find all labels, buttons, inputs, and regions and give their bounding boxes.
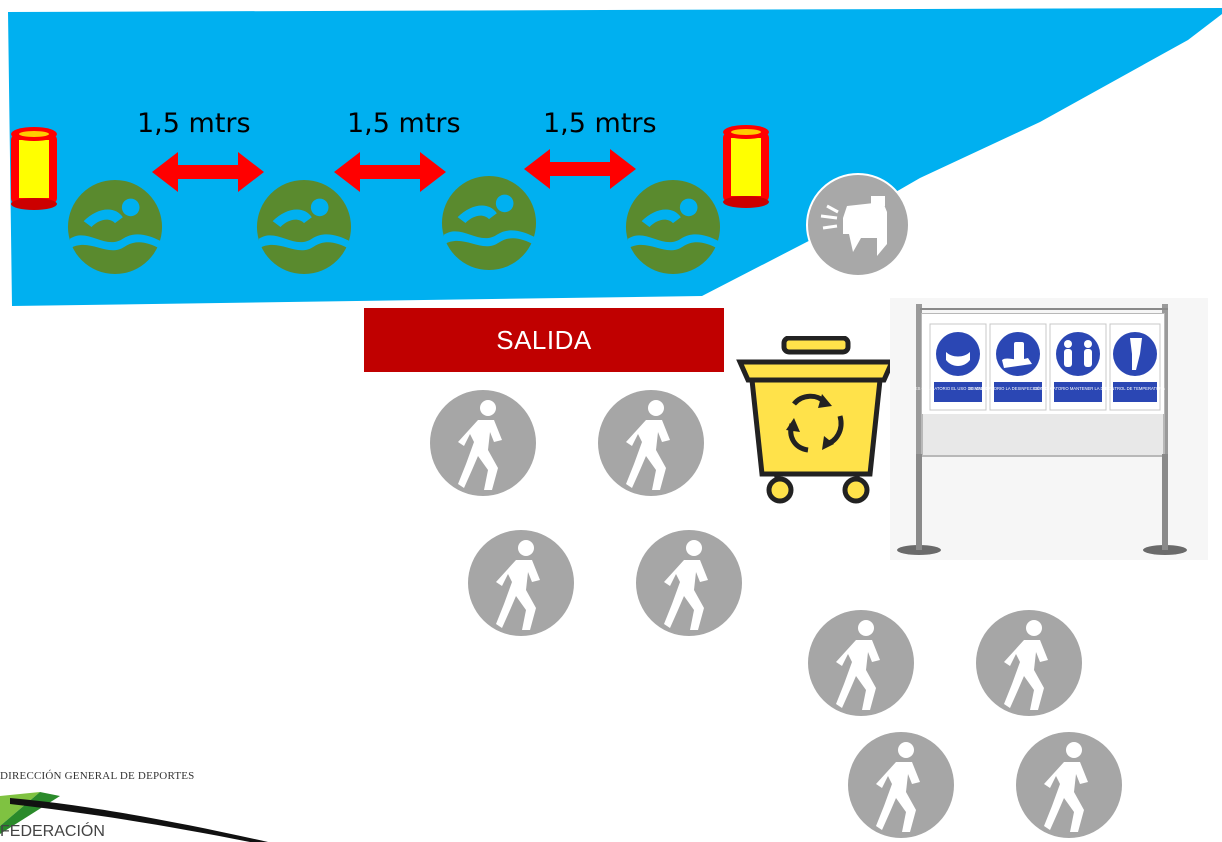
pedestrian-icon	[1014, 730, 1124, 840]
pedestrian-icon	[466, 528, 576, 638]
exit-banner: SALIDA	[364, 308, 724, 372]
pedestrian-icon	[634, 528, 744, 638]
exit-label: SALIDA	[496, 325, 592, 356]
distance-label: 1,5 mtrs	[137, 108, 251, 139]
logo-line1: DIRECCIÓN GENERAL DE DEPORTES	[0, 770, 194, 782]
double-arrow-icon	[524, 147, 636, 191]
pedestrian-icon	[428, 388, 538, 498]
sanitizer-dispenser-icon	[805, 172, 911, 278]
distance-label: 1,5 mtrs	[543, 108, 657, 139]
swimmer-icon	[255, 178, 353, 276]
info-board: ES OBLIGATORIO EL USO DE MASCARILLA ES O…	[890, 298, 1208, 560]
swimmer-icon	[440, 174, 538, 272]
pedestrian-icon	[846, 730, 956, 840]
recycling-bin-icon	[736, 336, 896, 508]
pedestrian-icon	[596, 388, 706, 498]
lane-buoy-icon	[8, 124, 62, 210]
swimmer-icon	[66, 178, 164, 276]
logo-line2: FEDERACIÓN	[0, 823, 105, 841]
pedestrian-icon	[806, 608, 916, 718]
swimmer-icon	[624, 178, 722, 276]
pedestrian-icon	[974, 608, 1084, 718]
thermometer-icon: CONTROL DE TEMPERATURA	[1105, 324, 1165, 410]
lane-buoy-icon	[720, 122, 774, 208]
distance-label: 1,5 mtrs	[347, 108, 461, 139]
sign-caption: CONTROL DE TEMPERATURA	[1105, 386, 1165, 391]
double-arrow-icon	[152, 150, 264, 194]
